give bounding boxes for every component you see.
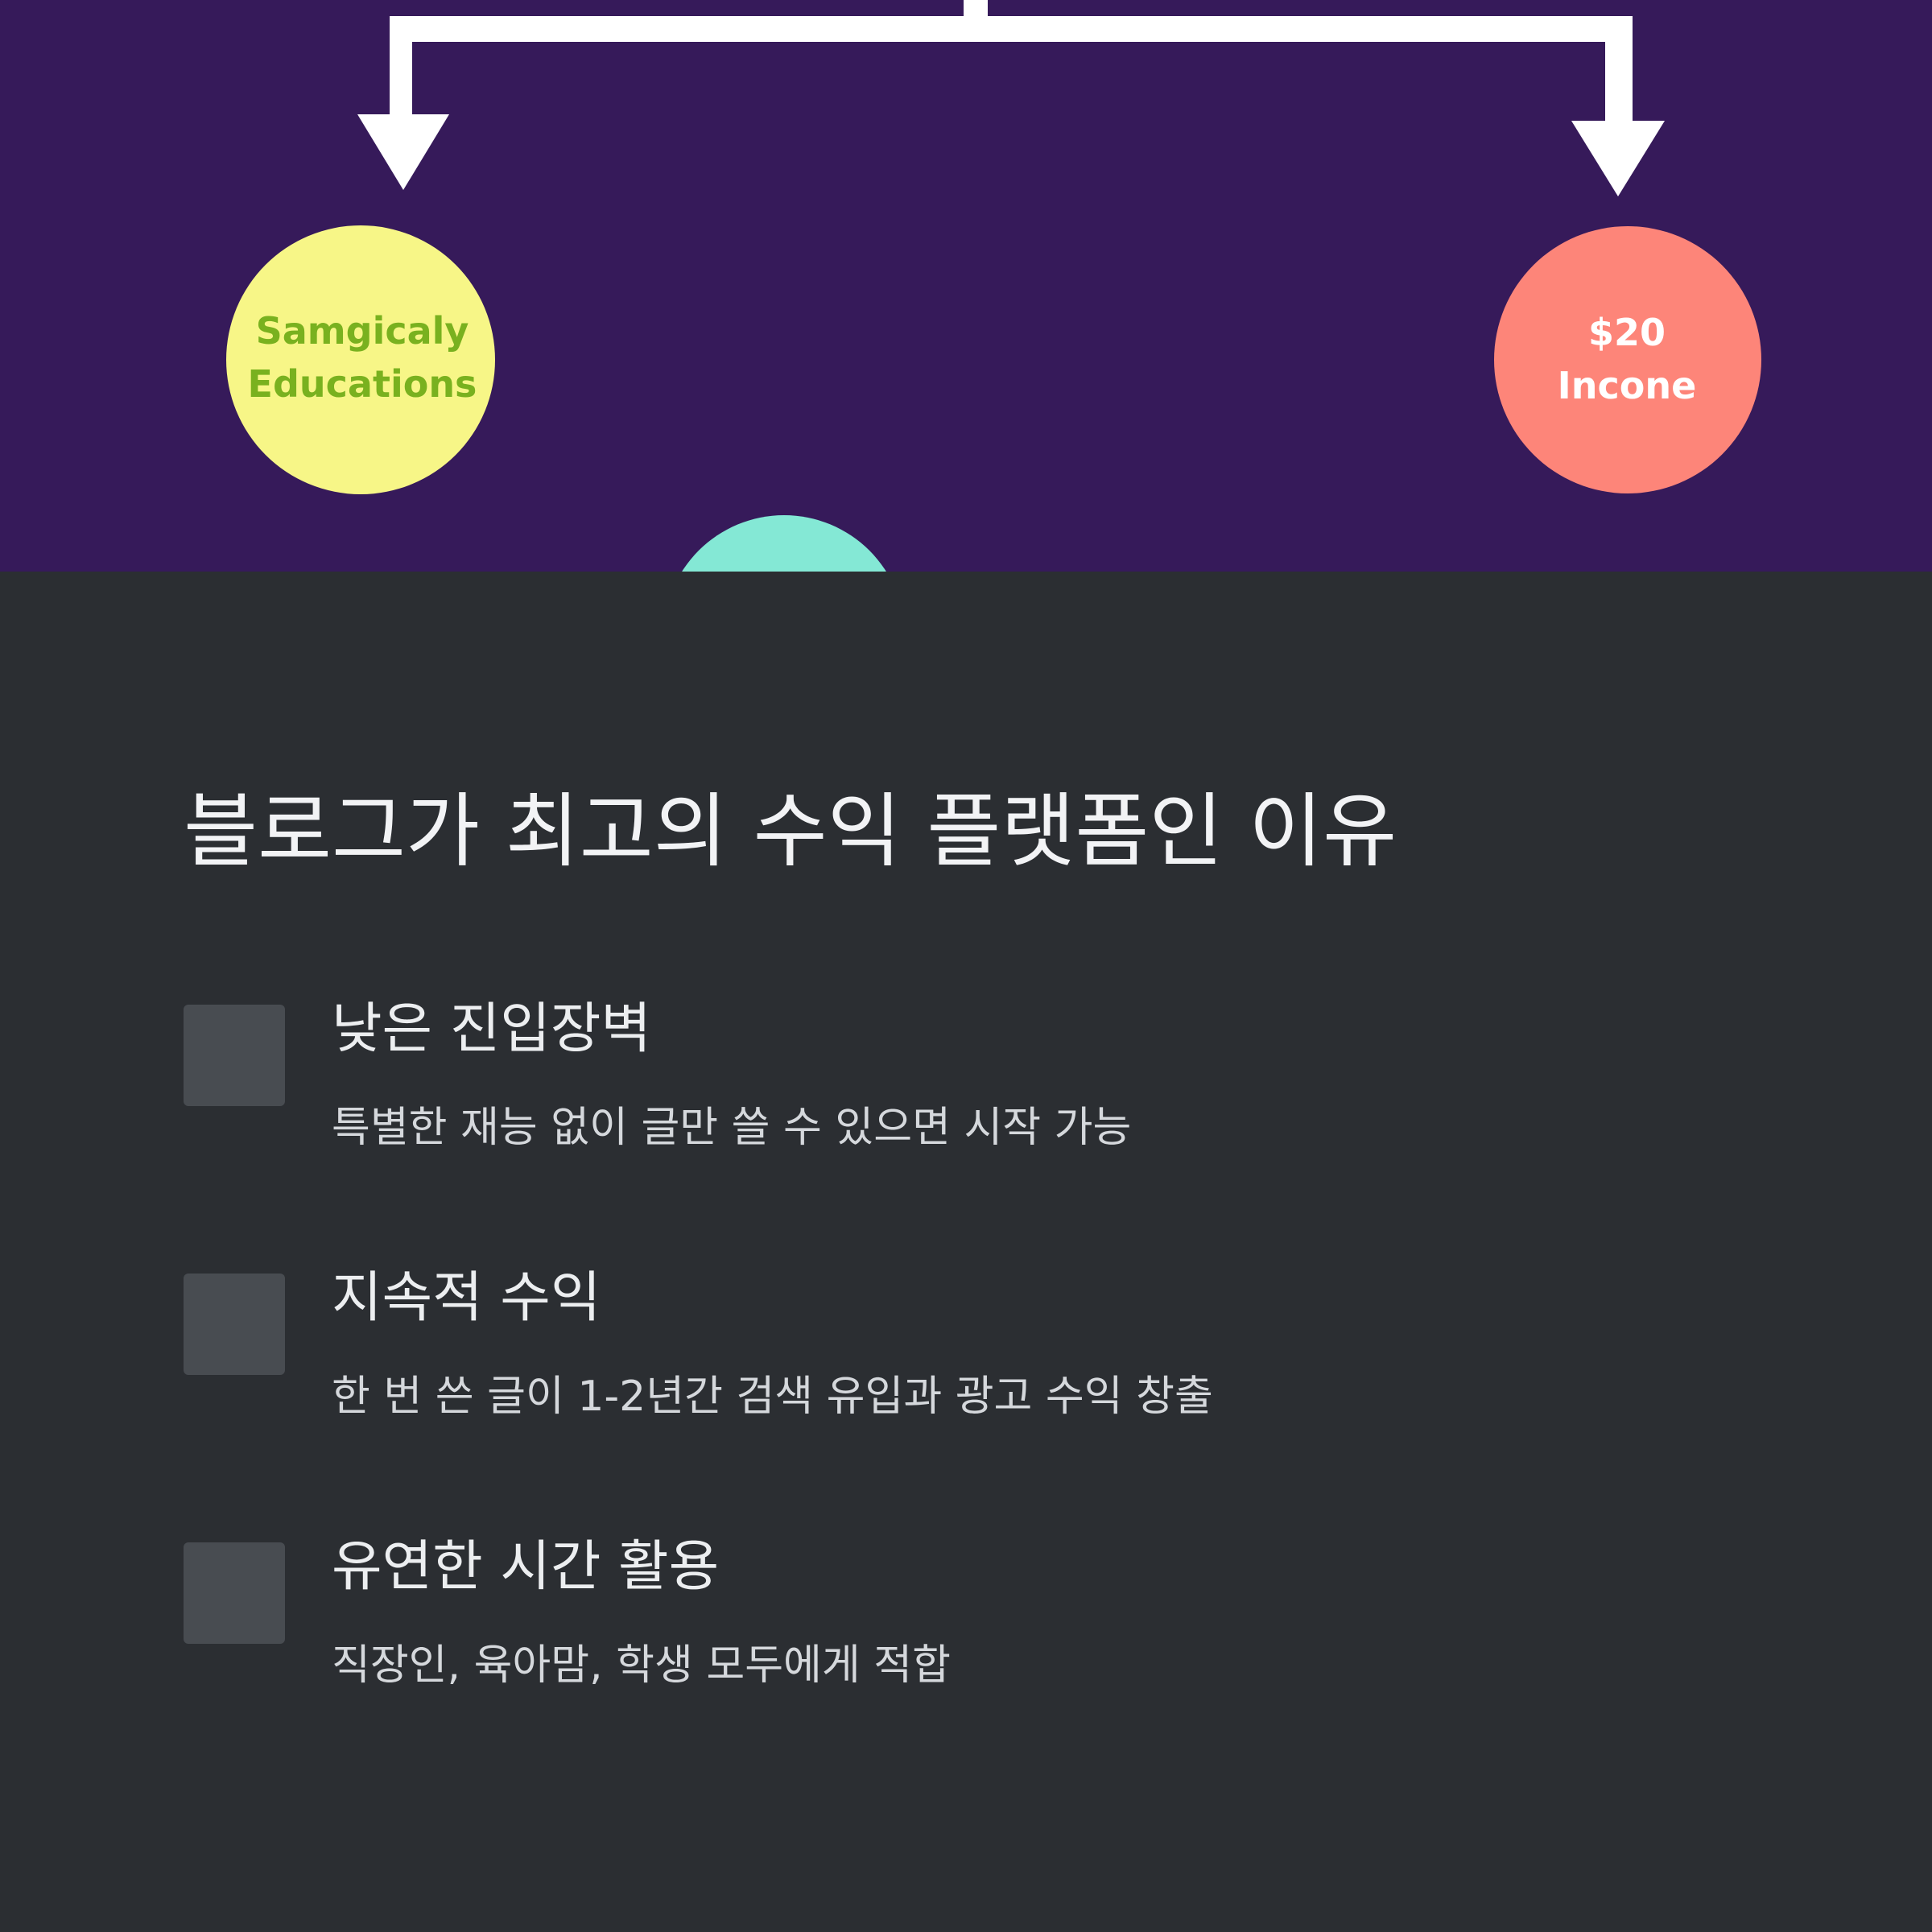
- reason-item-steady-income: 지속적 수익 한 번 쓴 글이 1-2년간 검색 유입과 광고 수익 창출: [184, 1266, 1713, 1435]
- income-node-circle: [1494, 226, 1761, 493]
- flow-diagram: [226, 0, 1761, 572]
- left-arrow-stem: [390, 16, 412, 121]
- education-node-line-2: Educations: [247, 362, 477, 406]
- reason-icon-box: [184, 1005, 285, 1106]
- reason-description: 직장인, 육아맘, 학생 모두에게 적합: [332, 1641, 951, 1690]
- reason-item-low-barrier: 낮은 진입장벽 특별한 재능 없이 글만 쓸 수 있으면 시작 가능: [184, 997, 1713, 1166]
- bottom-node-circle: [682, 515, 886, 572]
- education-node-label: Samgicaly Educations: [225, 304, 499, 411]
- reason-title: 낮은 진입장벽: [332, 997, 651, 1061]
- income-node-line-1: $20: [1587, 311, 1666, 354]
- reason-description: 특별한 재능 없이 글만 쓸 수 있으면 시작 가능: [332, 1104, 1132, 1152]
- connector-arrows: [357, 0, 1665, 196]
- income-node-line-2: Incone: [1557, 364, 1697, 407]
- left-arrow-head: [357, 114, 449, 190]
- branch-bar: [390, 16, 1633, 42]
- right-arrow-head: [1571, 121, 1665, 196]
- diagram-banner: Samgicaly Educations $20 Incone: [0, 0, 1932, 572]
- reason-title: 지속적 수익: [332, 1266, 601, 1330]
- reason-icon-box: [184, 1542, 285, 1644]
- reasons-section: 블로그가 최고의 수익 플랫폼인 이유 낮은 진입장벽 특별한 재능 없이 글만…: [0, 572, 1932, 1932]
- reason-item-flexible-time: 유연한 시간 활용 직장인, 육아맘, 학생 모두에게 적합: [184, 1535, 1713, 1703]
- income-node-label: $20 Incone: [1494, 306, 1760, 412]
- reason-title: 유연한 시간 활용: [332, 1535, 720, 1599]
- education-node-line-1: Samgicaly: [255, 309, 469, 353]
- reason-description: 한 번 쓴 글이 1-2년간 검색 유입과 광고 수익 창출: [332, 1373, 1213, 1421]
- right-arrow-stem: [1605, 16, 1633, 125]
- section-title: 블로그가 최고의 수익 플랫폼인 이유: [184, 784, 1397, 878]
- education-node-circle: [226, 225, 495, 494]
- reason-icon-box: [184, 1274, 285, 1375]
